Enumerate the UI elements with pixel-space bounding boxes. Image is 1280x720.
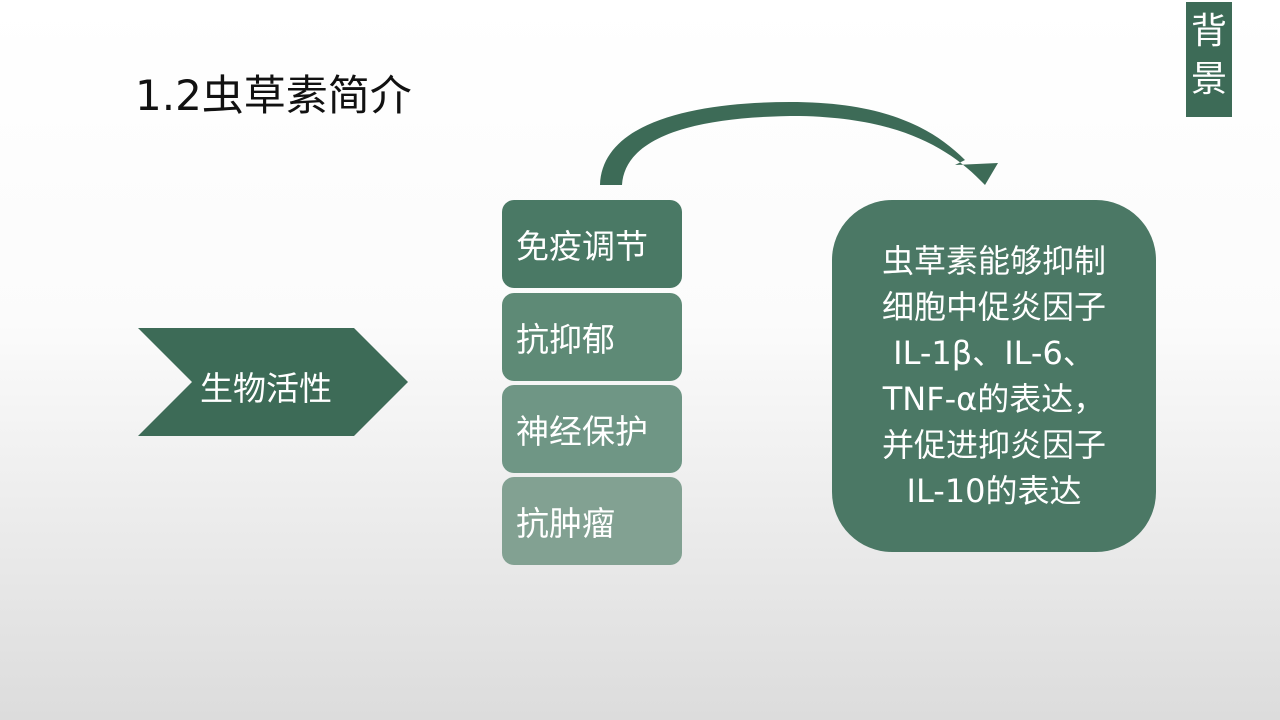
description-line: 虫草素能够抑制 xyxy=(881,242,1106,280)
slide-title: 1.2虫草素简介 xyxy=(135,71,412,120)
activity-box-2: 抗抑郁 xyxy=(502,293,682,381)
description-box: 虫草素能够抑制 细胞中促炎因子 IL-1β、IL-6、 TNF-α的表达， 并促… xyxy=(832,200,1156,552)
description-line: IL-10的表达 xyxy=(906,472,1082,510)
description-line: 并促进抑炎因子 xyxy=(881,426,1106,464)
chevron-shape xyxy=(138,328,408,436)
chevron-label: 生物活性 xyxy=(200,369,332,408)
description-line: IL-1β、IL-6、 xyxy=(893,334,1095,372)
activity-box-3: 神经保护 xyxy=(502,385,682,473)
description-line: TNF-α的表达， xyxy=(882,380,1106,418)
activity-box-1: 免疫调节 xyxy=(502,200,682,288)
activity-box-4: 抗肿瘤 xyxy=(502,477,682,565)
description-line: 细胞中促炎因子 xyxy=(881,288,1106,326)
section-tag: 背景 xyxy=(1186,2,1232,117)
